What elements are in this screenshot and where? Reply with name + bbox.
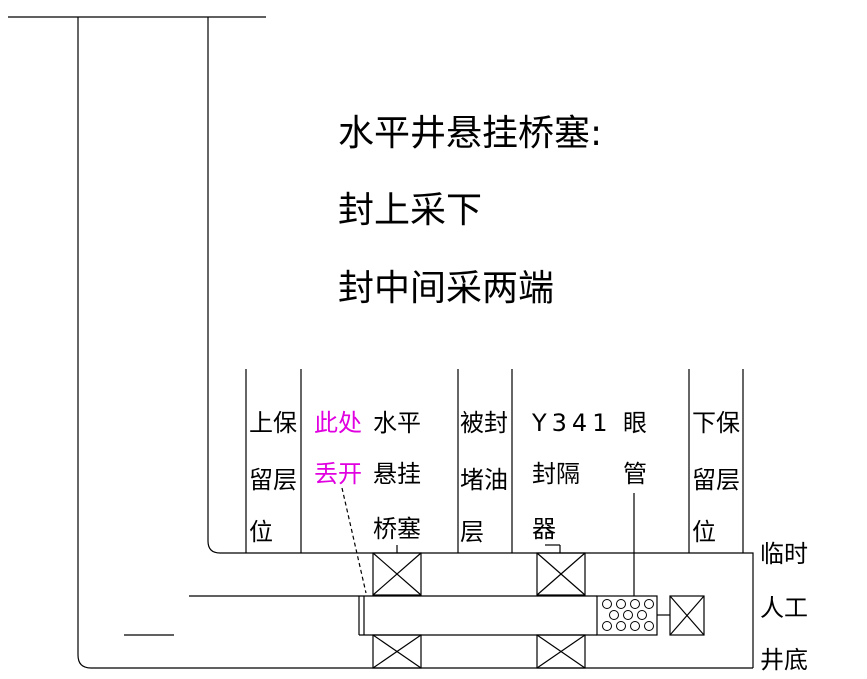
- drop-here-label: 丢开: [314, 460, 362, 488]
- screen-pipe-label: 管: [623, 460, 647, 488]
- sealed-layer-label: 堵油: [460, 466, 508, 494]
- bridge-plug-label: 悬挂: [373, 460, 421, 488]
- packer-upper: [536, 552, 586, 596]
- lower-layer-label: 位: [692, 518, 716, 546]
- packer-label: Y341: [531, 409, 612, 437]
- title-line-2: 封上采下: [338, 190, 482, 231]
- title-line-3: 封中间采两端: [338, 268, 554, 309]
- lower-layer-label: 留层: [692, 466, 740, 494]
- packer-label: 器: [532, 515, 556, 543]
- packer-lower: [536, 634, 586, 669]
- sealed-layer-label: 层: [460, 518, 484, 546]
- drop-here-label: 此处: [314, 409, 362, 437]
- packer-label: 封隔: [532, 460, 580, 488]
- upper-layer-label: 留层: [249, 466, 297, 494]
- upper-layer-label: 上保: [249, 409, 297, 437]
- bottom-label: 人工: [760, 594, 808, 622]
- lower-layer-label: 下保: [692, 409, 740, 437]
- bridge-plug-lower: [372, 634, 422, 669]
- screen-pipe: [596, 595, 658, 636]
- bridge-plug-label: 桥塞: [373, 515, 421, 543]
- sealed-layer-label: 被封: [460, 409, 508, 437]
- outer-casing: [77, 17, 753, 669]
- screen-pipe-label: 眼: [623, 409, 647, 437]
- upper-layer-label: 位: [249, 518, 273, 546]
- bridge-plug-label: 水平: [373, 409, 421, 437]
- screen-holes: [602, 599, 654, 631]
- end-plug: [669, 595, 705, 636]
- bottom-label: 井底: [760, 646, 808, 674]
- title-line-1: 水平井悬挂桥塞:: [338, 113, 602, 154]
- bridge-plug-upper: [372, 552, 422, 596]
- drop-leader: [341, 487, 367, 594]
- inner-tubing: [207, 17, 754, 668]
- bottom-label: 临时: [760, 540, 808, 568]
